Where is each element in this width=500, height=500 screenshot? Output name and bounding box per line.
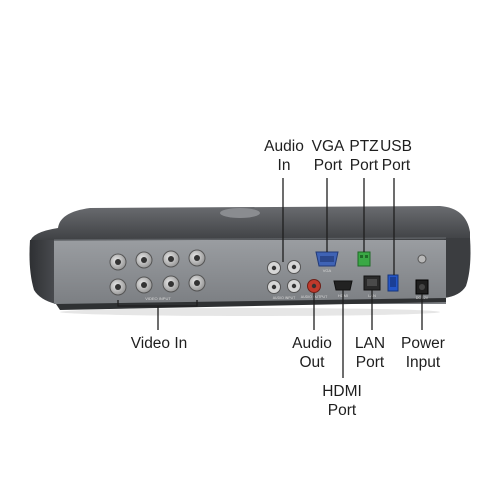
hdmi-port <box>333 280 353 291</box>
bnc-connector <box>188 249 206 267</box>
bnc-connector <box>135 251 153 269</box>
brand-logo-icon <box>220 208 260 218</box>
dvr-case-base <box>56 298 446 310</box>
usb-port <box>387 274 399 292</box>
audio-output-connector <box>307 279 321 293</box>
bnc-connector <box>109 278 127 296</box>
rca-connector <box>267 261 281 275</box>
audio-input-marking: AUDIO INPUT <box>273 296 296 300</box>
video-input-connectors <box>109 249 206 296</box>
label-video-in: Video In <box>130 335 188 352</box>
lan-port <box>363 275 381 291</box>
bnc-connector <box>162 250 180 268</box>
video-input-marking: VIDEO INPUT <box>145 296 171 301</box>
bnc-connector <box>135 276 153 294</box>
rca-connector <box>287 260 301 274</box>
bnc-connector <box>188 274 206 292</box>
rca-connector <box>287 279 301 293</box>
ptz-terminal <box>357 251 371 267</box>
dvr-case-top <box>30 206 470 242</box>
dvr-case-right-side <box>444 238 471 298</box>
callout-lines <box>117 178 423 378</box>
bnc-connector <box>109 253 127 271</box>
bnc-connector <box>162 275 180 293</box>
audio-input-connectors <box>267 260 301 294</box>
vga-marking: VGA <box>323 268 332 273</box>
rca-connector <box>267 280 281 294</box>
rear-panel <box>54 240 446 304</box>
dvr-case-left-side <box>29 240 56 304</box>
dc-power-jack <box>415 279 429 295</box>
vga-port <box>315 251 339 267</box>
ground-screw-icon <box>417 254 427 264</box>
